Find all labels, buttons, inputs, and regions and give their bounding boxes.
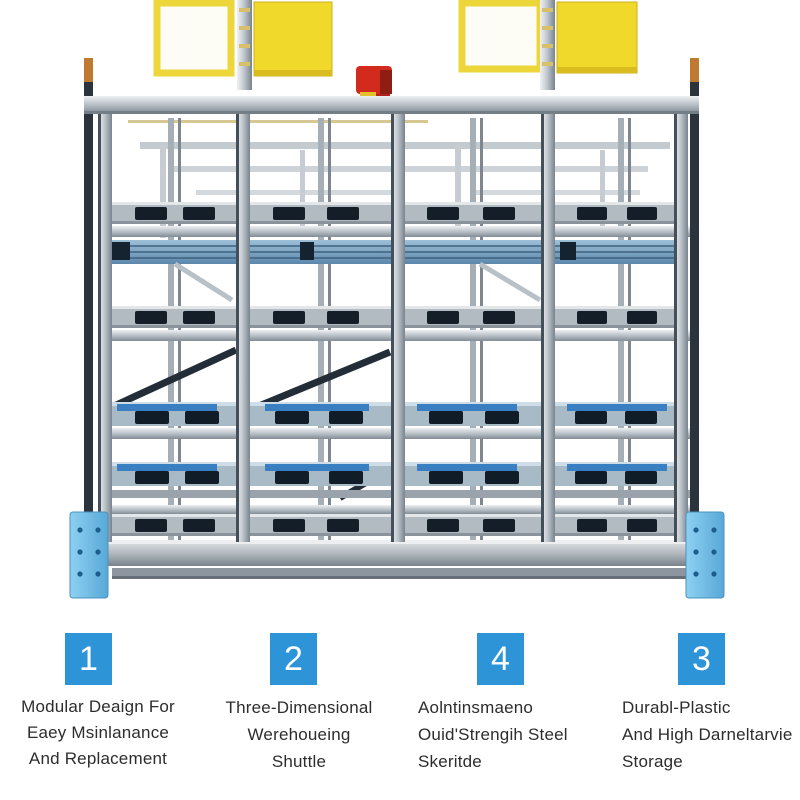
caption-line: Modular Deaign For: [21, 697, 175, 716]
feature-number-badge-4: 4: [477, 633, 524, 685]
caption-line: Storage: [622, 752, 683, 771]
feature-caption-4: Aolntinsmaeno Ouid'Strengih Steel Skerit…: [418, 694, 618, 775]
feature-number-badge-3: 3: [678, 633, 725, 685]
rack-frame: [69, 58, 725, 599]
caption-line: Skeritde: [418, 752, 482, 771]
base-anchor-left: [69, 511, 109, 599]
yellow-marker-left: [153, 0, 333, 90]
base-anchor-right: [685, 511, 725, 599]
rack-columns: [84, 58, 699, 546]
feature-caption-3: Durabl-Plastic And High Darneltarvie Sto…: [622, 694, 800, 775]
caption-line: Durabl-Plastic: [622, 698, 731, 717]
caption-line: Aolntinsmaeno: [418, 698, 534, 717]
feature-number-badge-1: 1: [65, 633, 112, 685]
feature-number-badge-2: 2: [270, 633, 317, 685]
caption-line: Shuttle: [271, 752, 327, 771]
inner-posts: [168, 118, 631, 540]
rack-photo: [69, 0, 725, 599]
feature-caption-2: Three-Dimensional Werehoueing Shuttle: [203, 694, 395, 775]
feature-list: 1 2 4 3 Modular Deaign For Eaey Msinlana…: [0, 622, 800, 800]
caption-line: Werehoueing: [247, 725, 351, 744]
yellow-marker-right: [458, 0, 638, 90]
caption-line: And Replacement: [28, 749, 168, 768]
caption-line: Ouid'Strengih Steel: [418, 725, 568, 744]
caption-line: Eaey Msinlanance: [26, 723, 170, 742]
caption-line: And High Darneltarvie: [622, 725, 793, 744]
feature-caption-1: Modular Deaign For Eaey Msinlanance And …: [0, 694, 196, 772]
top-beam: [84, 96, 699, 114]
caption-line: Three-Dimensional: [225, 698, 373, 717]
